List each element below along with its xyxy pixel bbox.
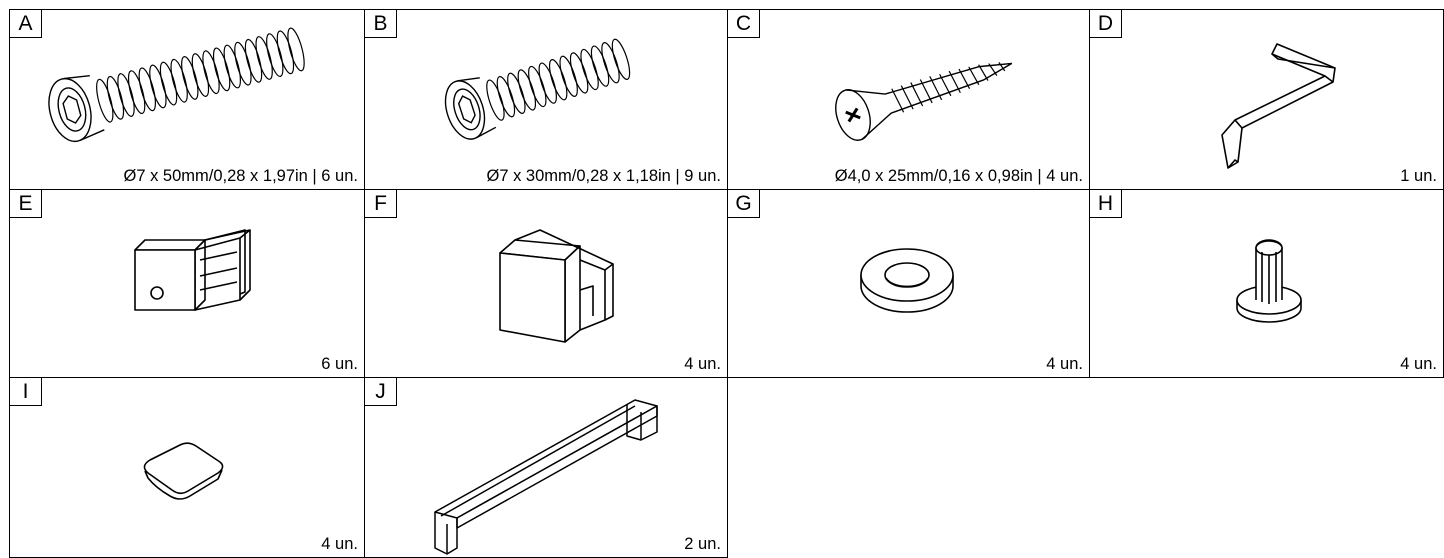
- phillips-wood-screw-icon: [835, 62, 1013, 141]
- part-letter: I: [10, 378, 42, 406]
- part-caption: 2 un.: [684, 535, 721, 553]
- square-end-cap-icon: [499, 229, 614, 343]
- part-letter: D: [1090, 10, 1122, 38]
- part-letter: B: [365, 10, 397, 38]
- part-cell-f: F 4 un.: [364, 189, 728, 378]
- allen-key-icon: [1221, 43, 1336, 169]
- part-caption: 4 un.: [1400, 355, 1437, 373]
- shelf-support-pin-icon: [1236, 239, 1302, 323]
- part-letter: J: [365, 378, 397, 406]
- part-letter: F: [365, 190, 397, 218]
- part-cell-i: I 4 un.: [9, 377, 365, 558]
- part-cell-h: H 4 un.: [1089, 189, 1444, 378]
- long-allen-bolt-icon: [48, 27, 305, 143]
- part-caption: 4 un.: [684, 355, 721, 373]
- part-cell-b: B Ø7 x 30mm/0,28 x 1,18in | 9 un.: [364, 9, 728, 190]
- part-letter: E: [10, 190, 42, 218]
- part-letter: A: [10, 10, 42, 38]
- part-letter: H: [1090, 190, 1122, 218]
- square-tube-insert-icon: [134, 229, 251, 311]
- part-caption: 1 un.: [1400, 167, 1437, 185]
- part-cell-g: G 4 un.: [727, 189, 1090, 378]
- part-cell-d: D 1 un.: [1089, 9, 1444, 190]
- part-caption: 6 un.: [321, 355, 358, 373]
- part-caption: 4 un.: [321, 535, 358, 553]
- part-cell-e: E 6 un.: [9, 189, 365, 378]
- bar-handle-icon: [434, 399, 658, 555]
- part-letter: C: [728, 10, 760, 38]
- part-cell-j: J 2 un.: [364, 377, 728, 558]
- flat-washer-icon: [860, 248, 954, 313]
- part-cell-a: A Ø7 x 50mm/0,28 x 1,97in | 6 un.: [9, 9, 365, 190]
- short-allen-bolt-icon: [444, 38, 631, 140]
- part-cell-c: C Ø4,0 x 25mm/0,16 x 0,98in | 4 un.: [727, 9, 1090, 190]
- part-letter: G: [728, 190, 760, 218]
- part-caption: 4 un.: [1046, 355, 1083, 373]
- part-caption: Ø4,0 x 25mm/0,16 x 0,98in | 4 un.: [834, 167, 1083, 185]
- rounded-foot-pad-icon: [143, 442, 224, 500]
- part-caption: Ø7 x 30mm/0,28 x 1,18in | 9 un.: [486, 167, 722, 185]
- part-caption: Ø7 x 50mm/0,28 x 1,97in | 6 un.: [123, 167, 359, 185]
